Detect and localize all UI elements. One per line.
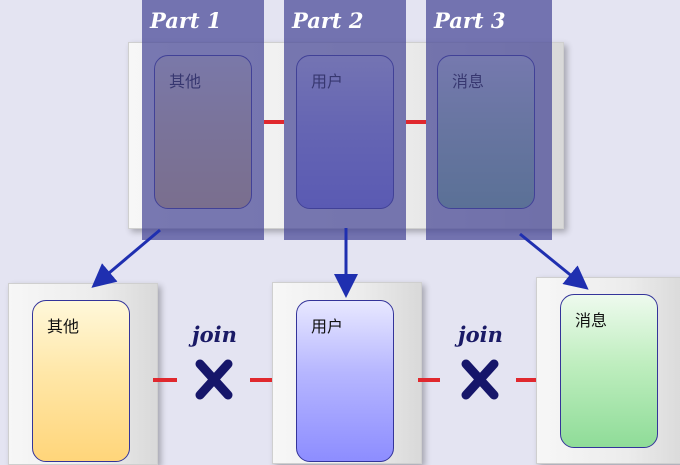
bottom-connector-2 bbox=[250, 378, 272, 382]
top-connector-2 bbox=[406, 120, 426, 124]
split-card-other: 其他 bbox=[32, 300, 130, 462]
bottom-connector-3 bbox=[418, 378, 440, 382]
partition-overlay-2: Part 2 bbox=[284, 0, 406, 240]
bottom-connector-4 bbox=[516, 378, 536, 382]
partition-label-1: Part 1 bbox=[150, 8, 222, 33]
split-card-label-other: 其他 bbox=[47, 317, 80, 336]
bottom-connector-1 bbox=[153, 378, 177, 382]
split-card-label-user: 用户 bbox=[311, 317, 344, 336]
join-label-2: join bbox=[458, 322, 503, 347]
top-connector-1 bbox=[264, 120, 284, 124]
arrow-down-icon bbox=[519, 232, 589, 290]
split-card-label-message: 消息 bbox=[575, 311, 608, 330]
partition-overlay-1: Part 1 bbox=[142, 0, 264, 240]
cross-icon bbox=[195, 359, 233, 400]
partition-label-2: Part 2 bbox=[292, 8, 364, 33]
partition-label-3: Part 3 bbox=[434, 8, 506, 33]
join-label-1: join bbox=[192, 322, 237, 347]
diagram-graphics bbox=[91, 228, 589, 400]
cross-icon bbox=[461, 359, 499, 400]
arrow-down-icon bbox=[91, 228, 161, 288]
split-card-message: 消息 bbox=[560, 294, 658, 448]
split-card-user: 用户 bbox=[296, 300, 394, 462]
partition-overlay-3: Part 3 bbox=[426, 0, 552, 240]
